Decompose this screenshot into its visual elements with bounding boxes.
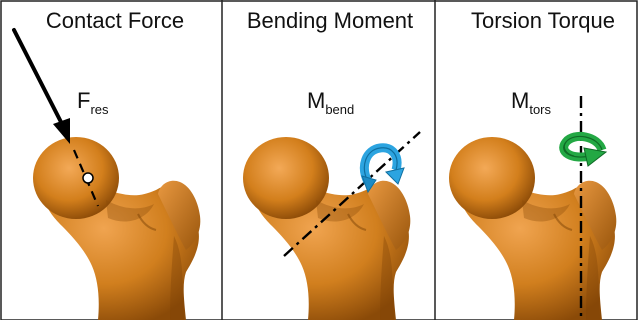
torsion-rotation-arrow-icon	[564, 136, 606, 166]
torsion-symbol: Mtors	[511, 88, 551, 117]
panel-title: Bending Moment	[247, 8, 413, 33]
panel-contact-force: Contact Force Fres	[14, 8, 200, 320]
force-symbol: Fres	[77, 88, 109, 117]
panel-bending-moment: Bending Moment Mbend	[243, 8, 420, 320]
femur-image	[449, 137, 616, 320]
femur-image	[33, 137, 200, 320]
bending-symbol: Mbend	[307, 88, 354, 117]
panel-torsion-torque: Torsion Torque Mtors	[449, 8, 616, 320]
contact-point-icon	[83, 173, 93, 183]
panel-title: Torsion Torque	[471, 8, 615, 33]
force-arrow-icon	[14, 30, 70, 144]
panel-title: Contact Force	[46, 8, 184, 33]
